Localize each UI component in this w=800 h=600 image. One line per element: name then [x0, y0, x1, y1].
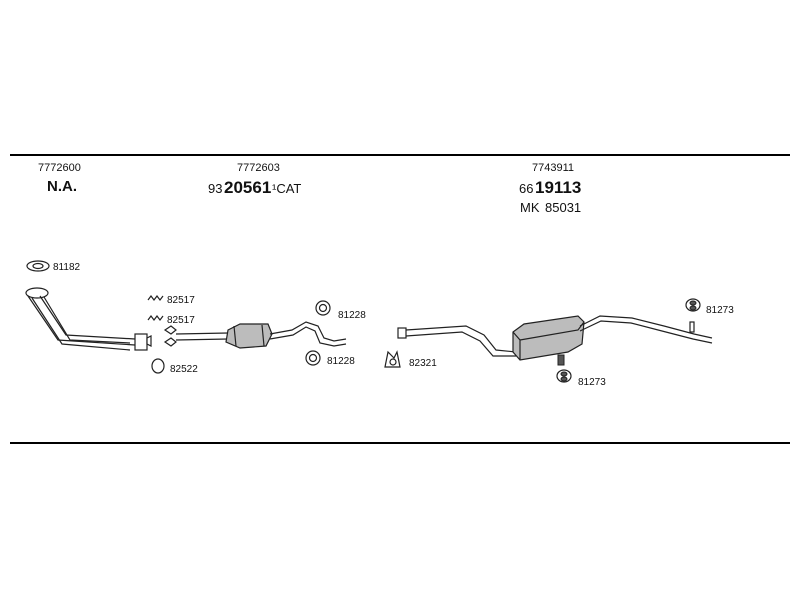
section2-prefix: 93	[208, 181, 222, 196]
label-81228-b: 81228	[327, 356, 355, 367]
rubber-mount-81273-a-icon	[685, 298, 701, 312]
label-82517-b: 82517	[167, 315, 195, 326]
label-82517-a: 82517	[167, 295, 195, 306]
section3-code: 19113	[535, 178, 581, 197]
label-81228-a: 81228	[338, 310, 366, 321]
catalytic-converter-icon	[163, 321, 347, 349]
label-82321: 82321	[409, 358, 437, 369]
section3-prefix: 66	[519, 181, 533, 196]
label-81182: 81182	[53, 262, 81, 273]
section1-ref: 7772600	[38, 162, 81, 174]
section3-ref: 7743911	[532, 162, 574, 174]
clamp-82321-icon	[384, 350, 401, 368]
section2-ref: 7772603	[237, 162, 280, 174]
section2-suffix: ¹CAT	[272, 181, 301, 196]
label-81273-a: 81273	[706, 305, 734, 316]
rubber-mount-81273-b-icon	[556, 369, 572, 383]
label-81273-b: 81273	[578, 377, 606, 388]
seal-ring-82522-icon	[151, 358, 165, 374]
section2-code: 20561	[224, 178, 271, 197]
gasket-81182-icon	[26, 260, 50, 272]
ring-81228-a-icon	[315, 300, 331, 316]
section1-label: N.A.	[47, 178, 77, 195]
front-downpipe-icon	[25, 287, 152, 351]
label-82522: 82522	[170, 364, 198, 375]
spring-bolt-82517-a-icon	[147, 295, 164, 301]
spring-bolt-82517-b-icon	[147, 315, 164, 321]
section3-mk-prefix: MK	[520, 200, 540, 215]
rear-silencer-icon	[397, 315, 713, 366]
ring-81228-b-icon	[305, 350, 321, 366]
section3-mk-code: 85031	[545, 200, 581, 215]
